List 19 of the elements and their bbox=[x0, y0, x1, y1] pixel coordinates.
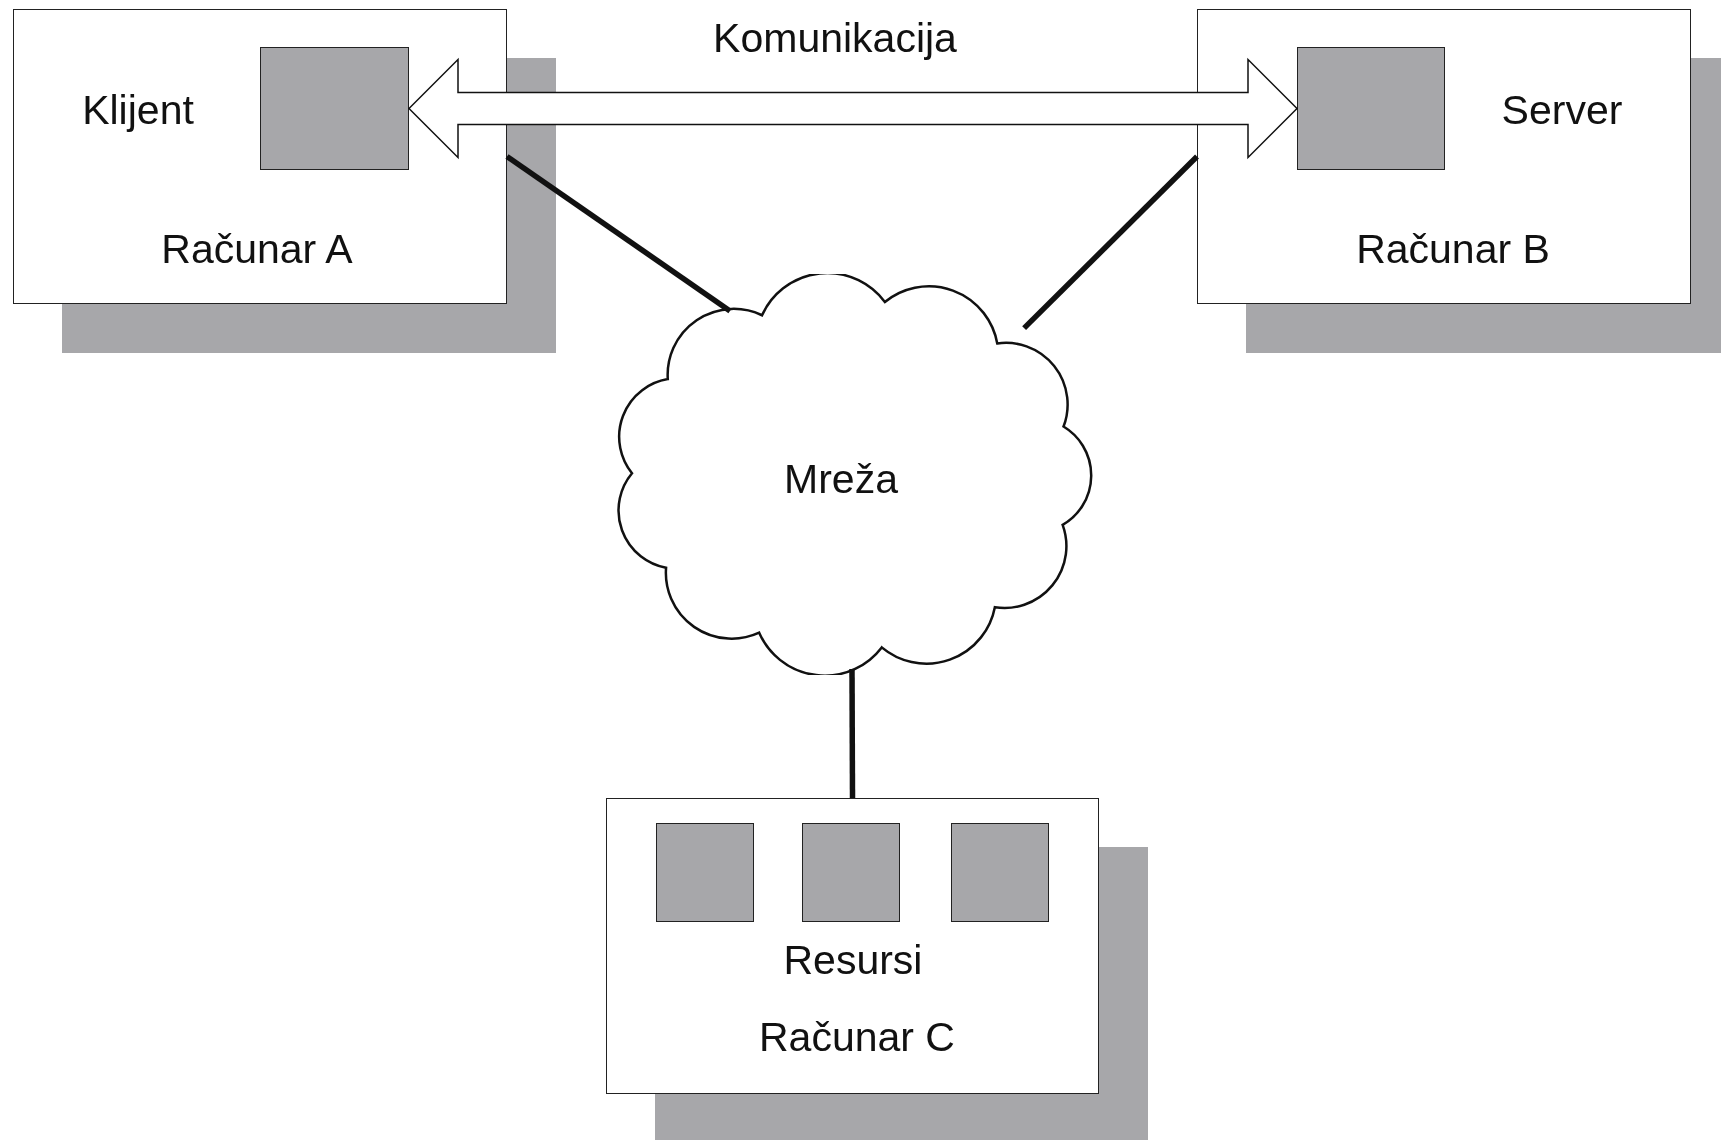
component-square bbox=[1297, 47, 1445, 170]
component-square bbox=[951, 823, 1049, 922]
computer-box bbox=[13, 9, 507, 304]
node-label: Mreža bbox=[784, 457, 898, 503]
component-square bbox=[656, 823, 754, 922]
double-arrow bbox=[407, 57, 1299, 160]
connection-line bbox=[505, 154, 732, 314]
node-label: Server bbox=[1501, 88, 1623, 134]
component-square bbox=[802, 823, 900, 922]
computer-box bbox=[1197, 9, 1691, 304]
node-label: Klijent bbox=[82, 88, 194, 134]
node-label: Resursi bbox=[783, 938, 923, 984]
component-square bbox=[260, 47, 409, 170]
computer-box bbox=[606, 798, 1099, 1094]
node-label: Računar B bbox=[1356, 227, 1550, 273]
node-label: Računar A bbox=[161, 227, 353, 273]
connection-line bbox=[1022, 154, 1199, 331]
connection-line bbox=[849, 669, 856, 798]
node-label: Računar C bbox=[759, 1015, 955, 1061]
